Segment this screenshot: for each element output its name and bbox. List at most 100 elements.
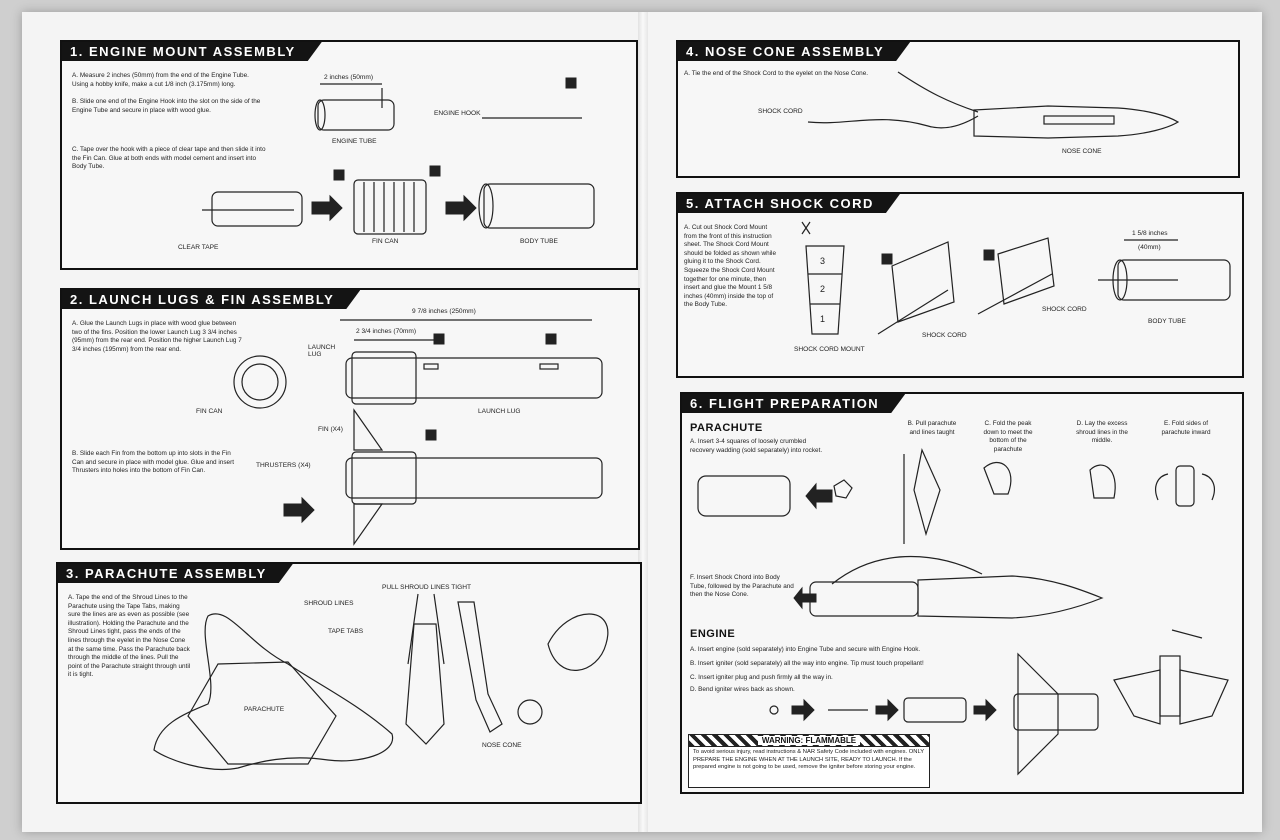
launch-lug-label: LAUNCH LUG [308,344,336,358]
shroud-lines-drawing [187,661,337,765]
panel-shock-cord: 5. ATTACH SHOCK CORD A. Cut out Shock Co… [676,192,1244,378]
section-title: 6. FLIGHT PREPARATION [682,394,905,413]
wadding-tube-drawing [697,475,791,517]
nose-cone-diagram [807,71,1180,139]
glue-bottle-icon [429,165,441,177]
shock-cord-label: SHOCK CORD [1042,306,1087,313]
glue-bottle-icon [425,429,437,441]
shock-cord-label: SHOCK CORD [922,332,967,339]
engine-step-b-text: B. Insert igniter (sold separately) all … [690,660,924,667]
tube-end [478,183,494,229]
engine-heading: ENGINE [690,628,736,640]
fin-can-top-view [233,355,287,409]
body-tube-drawing [345,357,603,399]
arrow-icon [805,482,833,510]
arrow-icon [793,586,817,610]
glue-bottle-icon [433,333,445,345]
section-title: 2. LAUNCH LUGS & FIN ASSEMBLY [62,290,360,309]
engine-step-a-text: A. Insert engine (sold separately) into … [690,646,921,653]
engine-mount-diagram [202,77,595,235]
eyelet-loop [517,699,543,725]
parachute-pulled-drawing [547,613,609,671]
parachute-step-e [1175,465,1195,507]
step-c-text: C. Fold the peak down to meet the bottom… [983,420,1033,453]
engine-step-d-text: D. Bend igniter wires back as shown. [690,686,795,693]
parachute-step-d [1089,464,1116,499]
launch-lugs-diagram [233,319,603,546]
parachute-label: PARACHUTE [244,706,285,713]
shock-cord-line [977,273,1053,315]
tube-end [314,99,326,131]
step-f-text: F. Insert Shock Chord into Body Tube, fo… [690,574,794,599]
dimension-label: 2 3/4 inches (70mm) [356,328,417,335]
wadding-icon [833,479,853,499]
rotate-arrow-icon [1201,473,1215,501]
panel-nose-cone: 4. NOSE CONE ASSEMBLY A. Tie the end of … [676,40,1240,178]
step-b-text: B. Pull parachute and lines taught [907,420,957,436]
rocket-base-drawing [1017,652,1059,776]
shroud-lines-label: SHROUD LINES [304,600,354,607]
warning-box: WARNING: FLAMMABLE To avoid serious inju… [688,734,930,788]
engine-tube-drawing [1159,655,1181,717]
folded-mount-drawing [997,237,1055,305]
igniter-icon [769,705,779,715]
step-b-text: B. Slide each Fin from the bottom up int… [72,450,234,475]
nose-cone-drawing [457,601,503,733]
step-a-text: A. Tie the end of the Shock Cord to the … [684,70,869,77]
shock-cord-strands [897,71,979,113]
step-e-text: E. Fold sides of parachute inward [1161,420,1211,436]
section-title: 4. NOSE CONE ASSEMBLY [678,42,910,61]
glue-bottle-icon [983,249,995,261]
engine-tube-label: ENGINE TUBE [332,138,377,145]
rotate-arrow-icon [1155,473,1169,501]
parachute-diagram [153,593,609,770]
body-tube-drawing [345,457,603,499]
pull-arrow-icon [433,593,445,665]
shock-cord-line [831,555,983,585]
step-a-text: A. Tape the end of the Shroud Lines to t… [68,594,191,679]
nose-cone-label: NOSE CONE [482,742,522,749]
fin-drawing [353,408,384,451]
panel-parachute: 3. PARACHUTE ASSEMBLY A. Tape the end of… [56,562,642,804]
arrow-icon [973,698,997,722]
glue-bottle-icon [545,333,557,345]
launch-lug-icon [539,363,559,370]
pull-lines-label: PULL SHROUD LINES TIGHT [382,584,472,591]
fin-can-drawing [351,351,417,405]
clear-tape-label: CLEAR TAPE [178,244,219,251]
arrow-icon [311,194,343,222]
scissors-icon [801,221,811,235]
section-title: 1. ENGINE MOUNT ASSEMBLY [62,42,322,61]
panel-launch-lugs: 2. LAUNCH LUGS & FIN ASSEMBLY A. Glue th… [60,288,640,550]
shock-cord-label: SHOCK CORD [758,108,803,115]
fin-can-inner [241,363,279,401]
fold-number: 1 [820,314,826,324]
tape-tube-drawing [211,191,303,227]
glue-bottle-icon [565,77,577,89]
fin-can-drawing [351,451,417,505]
shock-cord-line [807,115,979,129]
shock-cord-line [877,289,949,335]
body-tube-drawing [809,581,919,617]
fin-label: FIN (X4) [318,426,343,433]
fin-can-drawing [353,179,427,235]
arrow-icon [875,698,899,722]
section-title: 3. PARACHUTE ASSEMBLY [58,564,293,583]
nose-cone-drawing [973,105,1180,139]
fin-can-label: FIN CAN [196,408,223,415]
warning-title: WARNING: FLAMMABLE [757,736,861,745]
warning-text: To avoid serious injury, read instructio… [693,749,925,771]
engine-hook-label: ENGINE HOOK [434,110,481,117]
nose-cone-label: NOSE CONE [1062,148,1102,155]
panel-engine-mount: 1. ENGINE MOUNT ASSEMBLY A. Measure 2 in… [60,40,638,270]
sheet-fold [638,12,648,832]
fold-number: 2 [820,284,826,294]
folded-parachute-drawing [405,623,445,745]
step-a-text: A. Measure 2 inches (50mm) from the end … [72,72,249,88]
body-tube-label: BODY TUBE [520,238,558,245]
folded-mount-drawing [891,241,955,323]
engine-icon [903,697,967,723]
body-tube-drawing [483,183,595,229]
igniter-wire [1171,629,1203,639]
step-a-text: A. Insert 3-4 squares of loosely crumble… [690,438,823,454]
